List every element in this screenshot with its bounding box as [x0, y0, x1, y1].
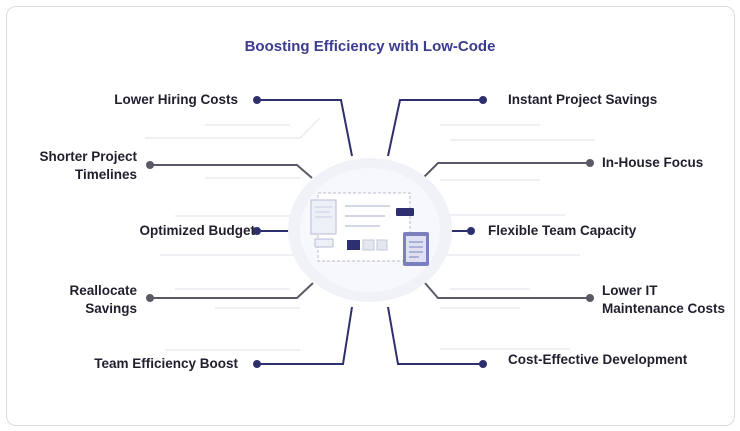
label-instant-project-savings: Instant Project Savings — [508, 92, 658, 107]
dot-lower-it-maintenance-costs — [586, 294, 594, 302]
label-reallocate-savings: Reallocate Savings — [69, 283, 137, 316]
diagram-title: Boosting Efficiency with Low-Code — [244, 38, 496, 55]
dot-team-efficiency-boost — [253, 360, 261, 368]
dot-optimized-budget — [253, 227, 261, 235]
label-shorter-project-timelines: Shorter Project Timelines — [39, 149, 137, 182]
label-cost-effective-development: Cost-Effective Development — [508, 352, 688, 367]
label-flexible-team-capacity: Flexible Team Capacity — [488, 223, 637, 238]
dot-in-house-focus — [586, 159, 594, 167]
label-optimized-budget: Optimized Budget — [139, 223, 256, 238]
label-lower-it-maintenance-costs: Lower IT Maintenance Costs — [602, 283, 726, 316]
dot-reallocate-savings — [146, 294, 154, 302]
dot-instant-project-savings — [479, 96, 487, 104]
dot-cost-effective-development — [479, 360, 487, 368]
dot-flexible-team-capacity — [467, 227, 475, 235]
dot-lower-hiring-costs — [253, 96, 261, 104]
dot-shorter-project-timelines — [146, 161, 154, 169]
label-lower-hiring-costs: Lower Hiring Costs — [114, 92, 238, 107]
label-team-efficiency-boost: Team Efficiency Boost — [94, 356, 238, 371]
center-hub-illustration — [288, 158, 452, 302]
label-in-house-focus: In-House Focus — [602, 155, 704, 170]
